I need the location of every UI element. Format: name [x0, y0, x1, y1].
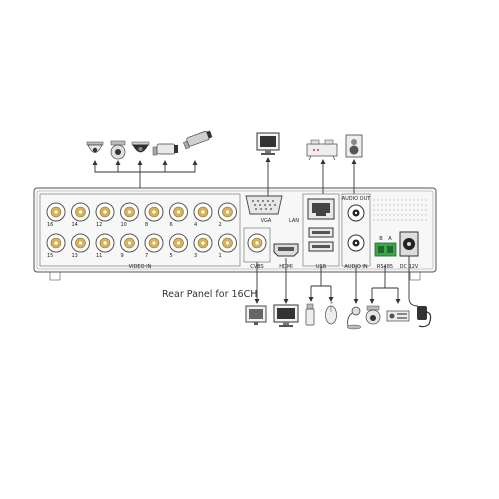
lan-port	[307, 198, 335, 220]
bnc-video-port-12: 12	[95, 202, 115, 228]
usb-port-lower	[308, 241, 334, 252]
bnc-video-port-7: 7	[144, 233, 164, 259]
top-connection-lines	[94, 158, 355, 196]
bnc-video-port-16: 16	[46, 202, 66, 228]
caption: Rear Panel for 16CH	[162, 289, 257, 300]
video-port-number: 10	[121, 222, 127, 228]
vga-label: VGA	[261, 218, 272, 224]
keyboard-controller-icon	[386, 310, 410, 322]
tv-monitor-icon	[245, 305, 267, 325]
top-arrowheads	[92, 157, 357, 165]
bnc-video-port-10: 10	[120, 202, 139, 228]
audio-out-port	[347, 204, 365, 222]
rs485-b-label: B	[379, 236, 383, 242]
usb-flash-drive-icon	[305, 303, 315, 326]
bnc-video-port-3: 3	[193, 233, 213, 259]
bnc-video-port-15: 15	[46, 233, 66, 259]
bottom-arrowheads	[254, 297, 401, 304]
video-port-number: 8	[145, 222, 148, 228]
bnc-video-port-14: 14	[71, 202, 90, 228]
bullet-camera-2-icon	[183, 130, 213, 150]
video-port-number: 13	[72, 253, 78, 259]
dome-camera-2-icon	[131, 141, 150, 153]
dome-camera-icon	[86, 141, 104, 153]
power-adapter-icon	[417, 306, 432, 328]
bnc-video-port-4: 4	[193, 202, 213, 228]
video-in-label: VIDEO IN	[129, 264, 152, 270]
video-port-number: 2	[219, 222, 222, 228]
speed-dome-camera-icon	[110, 140, 126, 160]
video-port-number: 16	[47, 222, 53, 228]
ptz-camera-icon	[365, 305, 381, 325]
usb-mouse-icon	[325, 301, 337, 325]
rs485-a-label: A	[388, 236, 392, 242]
bnc-video-port-9: 9	[120, 233, 139, 259]
video-port-number: 6	[170, 222, 173, 228]
bnc-video-port-6: 6	[169, 202, 188, 228]
bnc-video-port-2: 2	[218, 202, 237, 228]
video-port-number: 9	[121, 253, 124, 259]
hdmi-monitor-icon	[273, 304, 299, 327]
video-port-number: 15	[47, 253, 53, 259]
video-port-number: 14	[72, 222, 78, 228]
video-port-number: 4	[194, 222, 197, 228]
bnc-video-port-11: 11	[95, 233, 115, 259]
video-port-number: 7	[145, 253, 148, 259]
audio-in-port	[347, 234, 365, 252]
lan-label: LAN	[289, 218, 299, 224]
audio-out-label: AUDIO OUT	[342, 196, 372, 202]
speaker-icon	[345, 134, 363, 158]
video-port-number: 12	[96, 222, 102, 228]
bnc-video-port-8: 8	[144, 202, 164, 228]
video-port-number: 11	[96, 253, 102, 259]
bnc-video-port-5: 5	[169, 233, 188, 259]
video-port-number: 5	[170, 253, 173, 259]
bnc-video-port-13: 13	[71, 233, 90, 259]
network-router-icon	[306, 139, 338, 161]
bnc-video-port-1: 1	[218, 233, 237, 259]
video-in-block: 16 14 12 10 8 6 4 2 15 13 11 9 7 5 3 1 VIDEO IN	[39, 193, 241, 270]
bottom-connection-lines	[256, 256, 419, 307]
vent-grille	[373, 199, 427, 221]
microphone-icon	[346, 306, 362, 330]
video-port-number: 1	[219, 253, 222, 259]
vga-monitor-icon	[256, 132, 280, 155]
bullet-camera-icon	[152, 143, 178, 156]
vga-port: VGA	[245, 195, 283, 224]
video-port-number: 3	[194, 253, 197, 259]
usb-port-upper	[308, 227, 334, 238]
